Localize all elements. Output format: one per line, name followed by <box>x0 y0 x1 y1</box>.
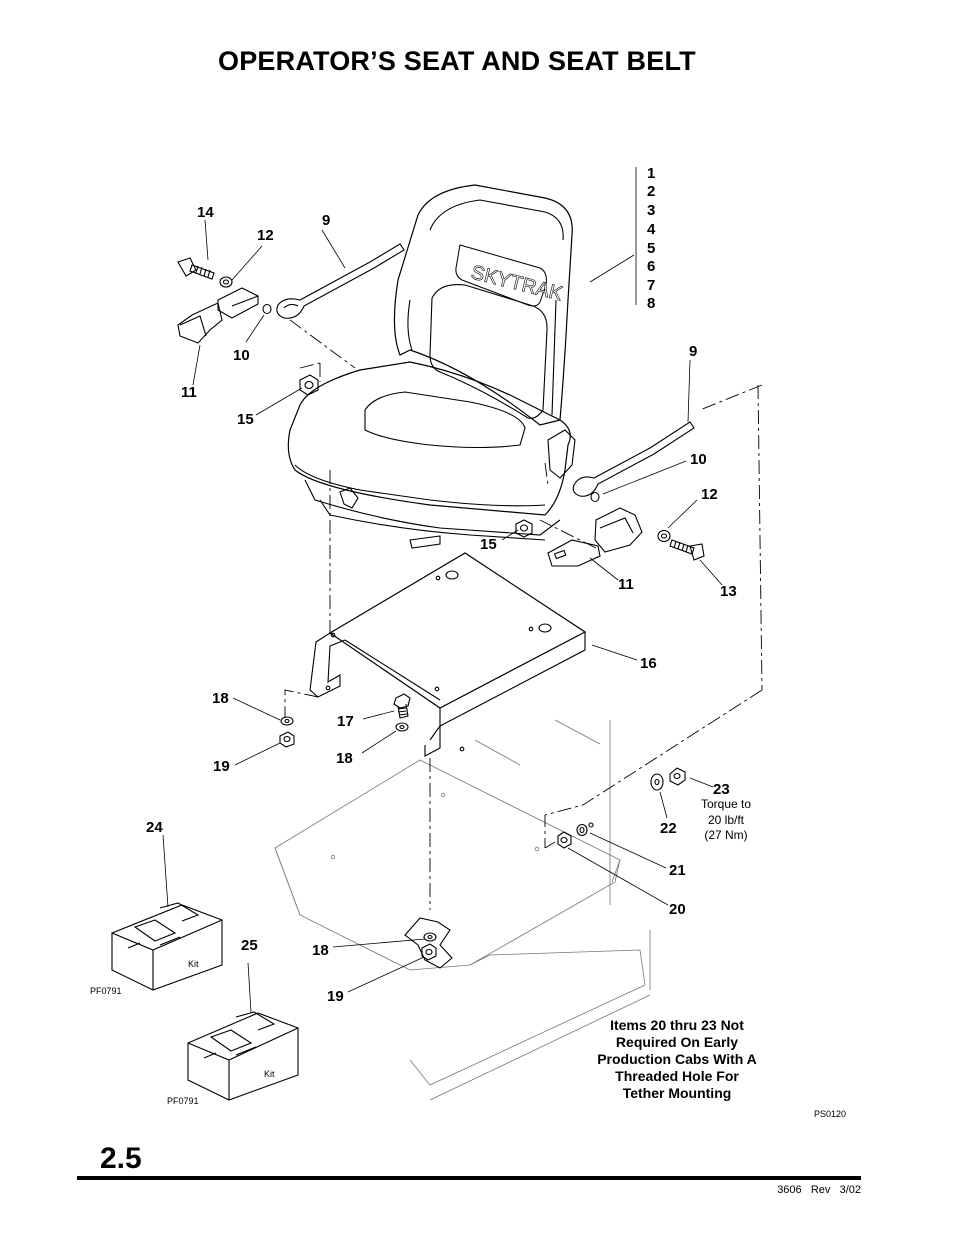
callout-19: 19 <box>213 758 230 775</box>
note-line: Tether Mounting <box>622 1085 732 1101</box>
callout-9: 9 <box>689 343 697 360</box>
cab-floor-outline <box>274 719 651 1101</box>
kit-code: PF0791 <box>167 1096 199 1106</box>
callout-10: 10 <box>690 451 707 468</box>
callout-3: 3 <box>647 202 655 219</box>
callout-5: 5 <box>647 240 655 257</box>
callout-16: 16 <box>640 655 657 672</box>
callout-12: 12 <box>257 227 274 244</box>
callout-8: 8 <box>647 295 655 312</box>
seat-illustration: SKYTRAK <box>287 184 576 549</box>
callout-11: 11 <box>618 576 634 593</box>
rev-label: Rev <box>810 1184 831 1196</box>
note-line: Items 20 thru 23 Not <box>610 1017 744 1033</box>
tether-hardware-20-23 <box>557 767 686 849</box>
callout-13: 13 <box>720 583 737 600</box>
torque-note-line: (27 Nm) <box>704 828 747 842</box>
kit-box-25: Kit <box>187 1011 299 1101</box>
callout-12: 12 <box>701 486 718 503</box>
callout-23: 23 <box>713 781 730 798</box>
callout-21: 21 <box>669 862 686 879</box>
callout-15: 15 <box>480 536 497 553</box>
kit-box-24: Kit <box>111 902 223 991</box>
callout-17: 17 <box>337 713 354 730</box>
left-seat-belt-assembly <box>177 243 405 396</box>
figure-code: PS0120 <box>814 1109 846 1119</box>
callout-9: 9 <box>322 212 330 229</box>
callout-25: 25 <box>241 937 258 954</box>
seat-logo: SKYTRAK <box>469 262 566 306</box>
seat-mount-bracket <box>279 552 587 757</box>
doc-number: 3606 <box>777 1184 802 1196</box>
callout-1: 1 <box>647 165 655 182</box>
page-title: OPERATOR’S SEAT AND SEAT BELT <box>218 46 696 76</box>
callout-leader-lines <box>162 167 723 1013</box>
callout-11: 11 <box>181 384 197 401</box>
torque-note-line: 20 lb/ft <box>708 813 745 827</box>
right-seat-belt-assembly <box>515 421 705 567</box>
callout-6: 6 <box>647 258 655 275</box>
callout-18: 18 <box>212 690 229 707</box>
assembly-center-lines <box>284 319 763 910</box>
note-line: Threaded Hole For <box>615 1068 739 1084</box>
tether-bracket <box>404 917 453 969</box>
callout-22: 22 <box>660 820 677 837</box>
callout-15: 15 <box>237 411 254 428</box>
items-note: Items 20 thru 23 Not Required On Early P… <box>582 1017 772 1102</box>
callout-18: 18 <box>312 942 329 959</box>
callout-10: 10 <box>233 347 250 364</box>
torque-note-line: Torque to <box>701 797 751 811</box>
footer-info: 3606 Rev 3/02 <box>777 1184 861 1196</box>
callout-14: 14 <box>197 204 214 221</box>
kit-code: PF0791 <box>90 986 122 996</box>
callout-19: 19 <box>327 988 344 1005</box>
kit-box-label: Kit <box>264 1069 275 1079</box>
kit-box-label: Kit <box>188 959 199 969</box>
callout-7: 7 <box>647 277 655 294</box>
callout-2: 2 <box>647 183 655 200</box>
section-number: 2.5 <box>100 1142 142 1175</box>
callout-20: 20 <box>669 901 686 918</box>
callout-24: 24 <box>146 819 163 836</box>
callout-4: 4 <box>647 221 656 238</box>
note-line: Production Cabs With A <box>597 1051 757 1067</box>
note-line: Required On Early <box>615 1034 739 1050</box>
callout-18: 18 <box>336 750 353 767</box>
rev-date: 3/02 <box>839 1184 861 1196</box>
footer-rule <box>77 1176 861 1180</box>
